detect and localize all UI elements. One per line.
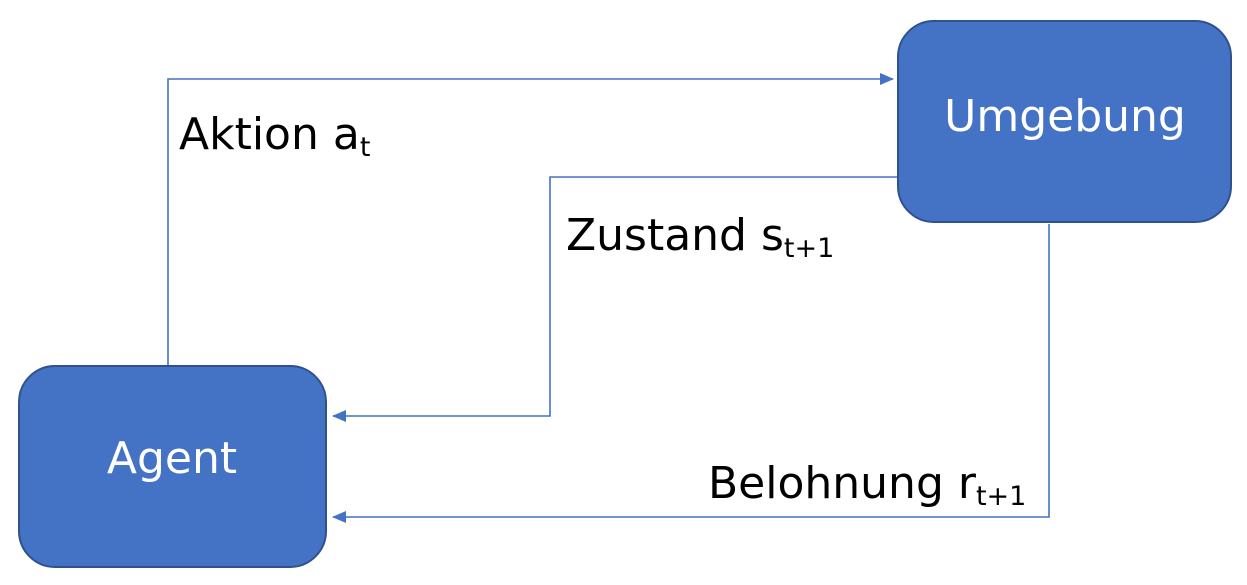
state-label-main: Zustand s — [566, 210, 784, 261]
reward-label-main: Belohnung r — [708, 458, 977, 509]
reward-label-subscript: t+1 — [976, 481, 1026, 512]
action-label: Aktion at — [179, 109, 370, 163]
state-arrow — [332, 176, 898, 422]
state-label: Zustand st+1 — [566, 210, 834, 264]
environment-node: Umgebung — [897, 20, 1232, 223]
agent-label: Agent — [107, 433, 237, 484]
state-label-subscript: t+1 — [784, 233, 834, 264]
environment-label: Umgebung — [944, 91, 1186, 142]
action-label-subscript: t — [360, 132, 371, 163]
reward-arrow — [332, 224, 1050, 523]
action-label-main: Aktion a — [179, 109, 360, 160]
agent-node: Agent — [18, 365, 327, 568]
reward-label: Belohnung rt+1 — [708, 458, 1026, 512]
action-arrow — [167, 73, 894, 366]
